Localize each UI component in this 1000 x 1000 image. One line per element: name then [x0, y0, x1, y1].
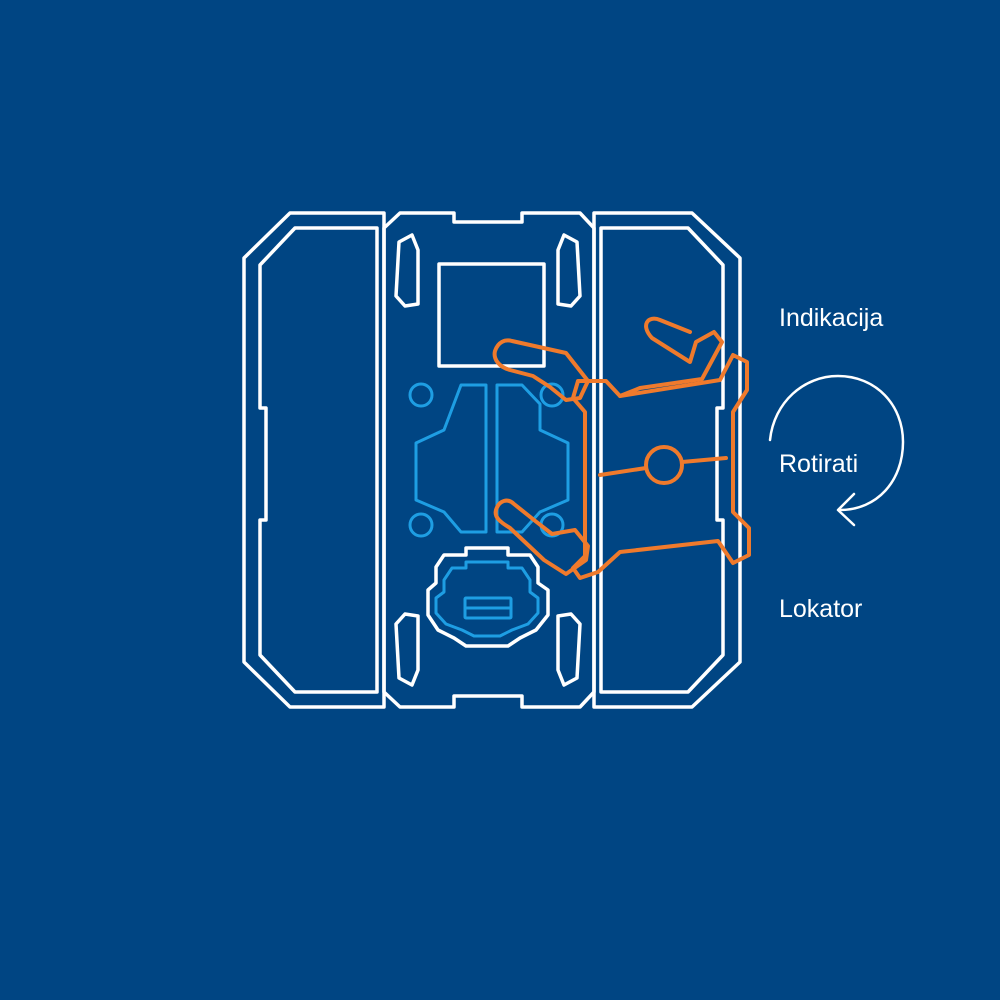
rotate-arc — [768, 374, 905, 512]
rotation-tool — [492, 316, 751, 580]
tool-body — [571, 353, 751, 580]
bottom-left-lobe — [394, 612, 420, 687]
top-window — [437, 262, 546, 368]
label-rotate: Rotirati — [779, 450, 859, 478]
label-indication: Indikacija — [779, 304, 884, 332]
socket-inner — [434, 560, 540, 638]
tool-lower-claw — [493, 498, 590, 576]
internal-mechanism — [408, 382, 570, 638]
tool-hub-spoke-left — [598, 466, 648, 477]
tool-hub-spoke-right — [680, 456, 728, 464]
tool-hub — [644, 445, 684, 485]
mount-hole-top-left — [408, 382, 434, 408]
right-rocker-outer — [592, 211, 742, 709]
central-frame — [382, 211, 596, 709]
tool-top-hook — [618, 316, 724, 398]
device-outline — [242, 211, 742, 709]
right-rocker-inner — [599, 226, 725, 694]
contact-block-left — [414, 383, 488, 534]
top-left-lobe — [394, 233, 420, 308]
rotate-arrowhead — [836, 492, 856, 527]
locator-socket — [426, 546, 550, 648]
mount-hole-bottom-left — [408, 512, 434, 538]
top-right-lobe — [556, 233, 582, 308]
left-rocker-inner — [258, 226, 379, 694]
bottom-right-lobe — [556, 612, 582, 687]
label-locator: Lokator — [779, 595, 863, 623]
rotate-arrow-icon — [768, 374, 905, 527]
left-rocker-outer — [242, 211, 386, 709]
contact-block-right — [495, 383, 570, 534]
